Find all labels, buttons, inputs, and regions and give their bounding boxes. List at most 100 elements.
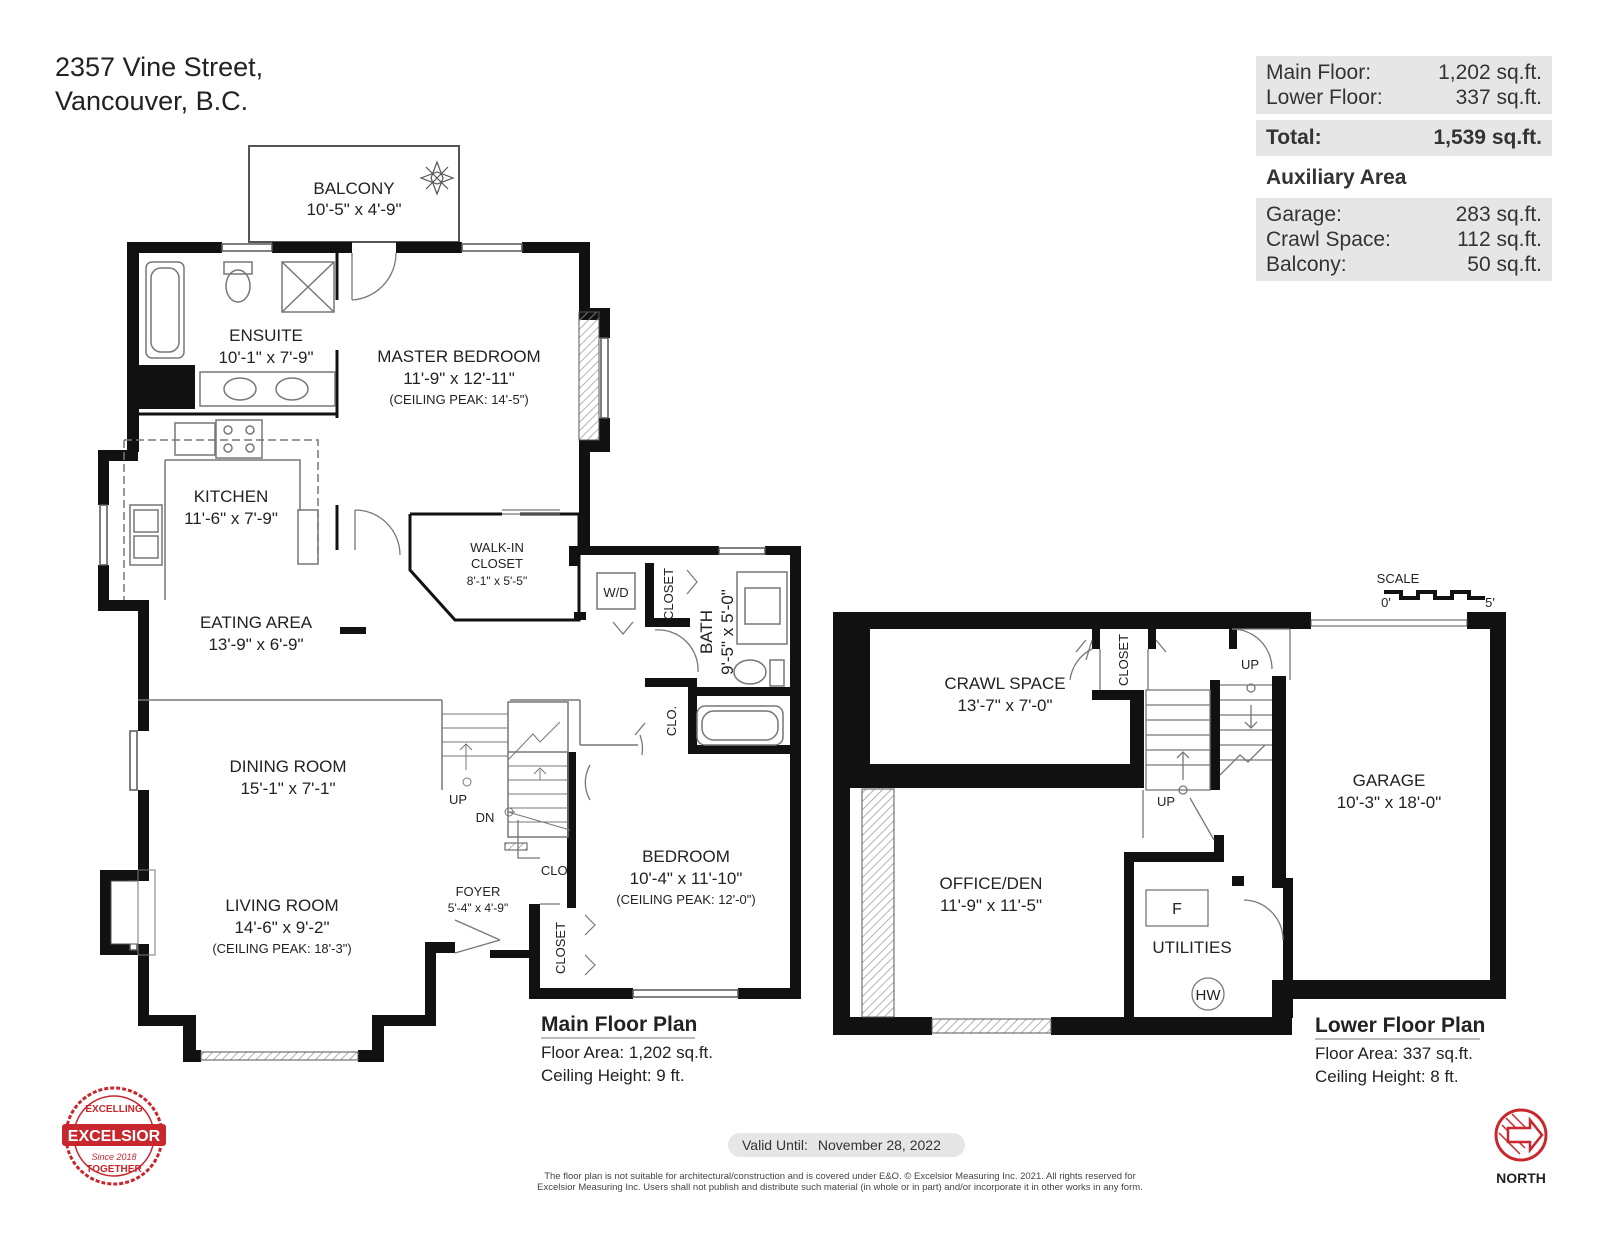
closet-label-lower: CLOSET	[1116, 634, 1131, 686]
area-summary: Main Floor: 1,202 sq.ft. Lower Floor: 337 …	[1256, 56, 1552, 281]
valid-until-date: November 28, 2022	[817, 1137, 941, 1153]
north-arrow-shape	[1506, 1116, 1544, 1154]
label: Lower Floor:	[1266, 86, 1383, 109]
balcony-label: BALCONY	[313, 179, 394, 198]
garage-label: GARAGE	[1353, 771, 1426, 790]
closet-lines	[540, 569, 698, 976]
up-label: UP	[449, 792, 467, 807]
bath-label: BATH	[697, 610, 716, 654]
closet-label-laundry: CLOSET	[661, 568, 676, 620]
kitchen-label: KITCHEN	[194, 487, 269, 506]
balcony-dim: 10'-5" x 4'-9"	[306, 200, 401, 219]
total-area: Total: 1,539 sq.ft.	[1256, 120, 1552, 156]
foyer-dim: 5'-4" x 4'-9"	[448, 901, 508, 915]
living-label: LIVING ROOM	[225, 896, 338, 915]
floor-areas: Main Floor: 1,202 sq.ft. Lower Floor: 337 …	[1256, 56, 1552, 114]
label: Garage:	[1266, 203, 1342, 226]
living-note: (CEILING PEAK: 18'-3")	[212, 941, 351, 956]
stair-landing	[504, 842, 528, 851]
main-doors	[351, 252, 699, 954]
office-dim: 11'-9" x 11'-5"	[940, 896, 1042, 915]
lower-floor-walls	[833, 612, 1506, 1035]
label: Crawl Space:	[1266, 228, 1391, 251]
main-floor-walls	[98, 242, 801, 1062]
furnace-label: F	[1172, 901, 1182, 918]
valid-until-badge: Valid Until: November 28, 2022	[728, 1133, 965, 1157]
crawl-space-area: Crawl Space: 112 sq.ft.	[1266, 227, 1542, 252]
dn-label: DN	[476, 810, 495, 825]
logo-name: EXCELSIOR	[68, 1128, 161, 1145]
label: Main Floor:	[1266, 61, 1372, 84]
disclaimer-line-2: Excelsior Measuring Inc. Users shall not…	[537, 1182, 1143, 1193]
auxiliary-area-title: Auxiliary Area	[1266, 166, 1407, 189]
hw-label: HW	[1196, 987, 1222, 1004]
office-window	[931, 1018, 1052, 1034]
main-floor-area: Main Floor: 1,202 sq.ft.	[1266, 60, 1542, 85]
value: 1,202 sq.ft.	[1438, 61, 1542, 84]
plant-icon	[419, 160, 455, 196]
disclaimer: The floor plan is not suitable for archi…	[480, 1171, 1200, 1193]
scale-min: 0'	[1381, 595, 1391, 610]
main-fixtures	[123, 261, 788, 746]
clo-label-foyer: CLO.	[541, 863, 571, 878]
post-marker	[340, 627, 366, 634]
auxiliary-areas: Garage: 283 sq.ft. Crawl Space: 112 sq.ft.…	[1256, 198, 1552, 281]
lower-floor-area: Lower Floor: 337 sq.ft.	[1266, 85, 1542, 110]
master-note: (CEILING PEAK: 14'-5")	[389, 392, 528, 407]
address: 2357 Vine Street, Vancouver, B.C.	[55, 50, 263, 118]
foyer-label: FOYER	[456, 884, 501, 899]
eating-label: EATING AREA	[200, 613, 313, 632]
valid-until-label: Valid Until:	[742, 1137, 808, 1153]
main-plan-height: Ceiling Height: 9 ft.	[541, 1066, 685, 1085]
hearth	[137, 869, 156, 956]
eating-dim: 13'-9" x 6'-9"	[208, 635, 303, 654]
master-dim: 11'-9" x 12'-11"	[403, 369, 515, 388]
logo-bottom-text: TOGETHER	[86, 1164, 142, 1175]
office-label: OFFICE/DEN	[940, 874, 1043, 893]
value: 283 sq.ft.	[1455, 203, 1542, 226]
scale-max: 5'	[1485, 595, 1495, 610]
main-plan-title: Main Floor Plan	[541, 1013, 697, 1036]
logo-since: Since 2018	[91, 1152, 136, 1162]
lower-plan-title: Lower Floor Plan	[1315, 1014, 1485, 1037]
label: Total:	[1266, 126, 1322, 149]
walkin-dim: 8'-1" x 5'-5"	[467, 574, 527, 588]
scale-bar: SCALE 0' 5'	[1377, 571, 1495, 610]
walkin-label-1: WALK-IN	[470, 540, 524, 555]
logo-top-text: EXCELLING	[85, 1104, 142, 1115]
bedroom-dim: 10'-4" x 11'-10"	[630, 869, 743, 888]
balcony-outline	[248, 145, 460, 243]
main-plan-caption: Main Floor Plan Floor Area: 1,202 sq.ft.…	[541, 1013, 713, 1085]
lower-interior-lines	[1069, 628, 1291, 1011]
garage-door	[1310, 619, 1468, 627]
dining-dim: 15'-1" x 7'-1"	[240, 779, 335, 798]
wd-label: W/D	[603, 585, 628, 600]
bedroom-note: (CEILING PEAK: 12'-0")	[616, 892, 755, 907]
label: Balcony:	[1266, 253, 1347, 276]
value: 337 sq.ft.	[1455, 86, 1542, 109]
main-stairs	[442, 713, 571, 831]
value: 112 sq.ft.	[1457, 228, 1542, 251]
north-arrow-icon: NORTH	[1494, 1108, 1548, 1186]
bedroom-label: BEDROOM	[642, 847, 730, 866]
garage-dim: 10'-3" x 18'-0"	[1337, 793, 1442, 812]
living-dim: 14'-6" x 9'-2"	[234, 918, 329, 937]
lower-plan-height: Ceiling Height: 8 ft.	[1315, 1067, 1459, 1086]
fireplace	[110, 880, 139, 945]
ensuite-label: ENSUITE	[229, 326, 303, 345]
logo-banner	[62, 1124, 166, 1146]
main-room-labels: BALCONY 10'-5" x 4'-9" ENSUITE 10'-1" x …	[184, 179, 756, 956]
value: 50 sq.ft.	[1467, 253, 1542, 276]
kitchen-dim: 11'-6" x 7'-9"	[184, 509, 278, 528]
lower-floor-plan: CRAWL SPACE 13'-7" x 7'-0" UP UP GARAGE …	[833, 612, 1506, 1035]
ensuite-dim: 10'-1" x 7'-9"	[218, 348, 313, 367]
lower-plan-caption: Lower Floor Plan Floor Area: 337 sq.ft. …	[1315, 1014, 1485, 1086]
up-label-upper: UP	[1241, 657, 1259, 672]
disclaimer-line-1: The floor plan is not suitable for archi…	[544, 1171, 1136, 1182]
value: 1,539 sq.ft.	[1433, 126, 1542, 149]
main-plan-area: Floor Area: 1,202 sq.ft.	[541, 1043, 713, 1062]
master-label: MASTER BEDROOM	[377, 347, 540, 366]
address-line-2: Vancouver, B.C.	[55, 86, 249, 116]
utilities-label: UTILITIES	[1152, 938, 1231, 957]
